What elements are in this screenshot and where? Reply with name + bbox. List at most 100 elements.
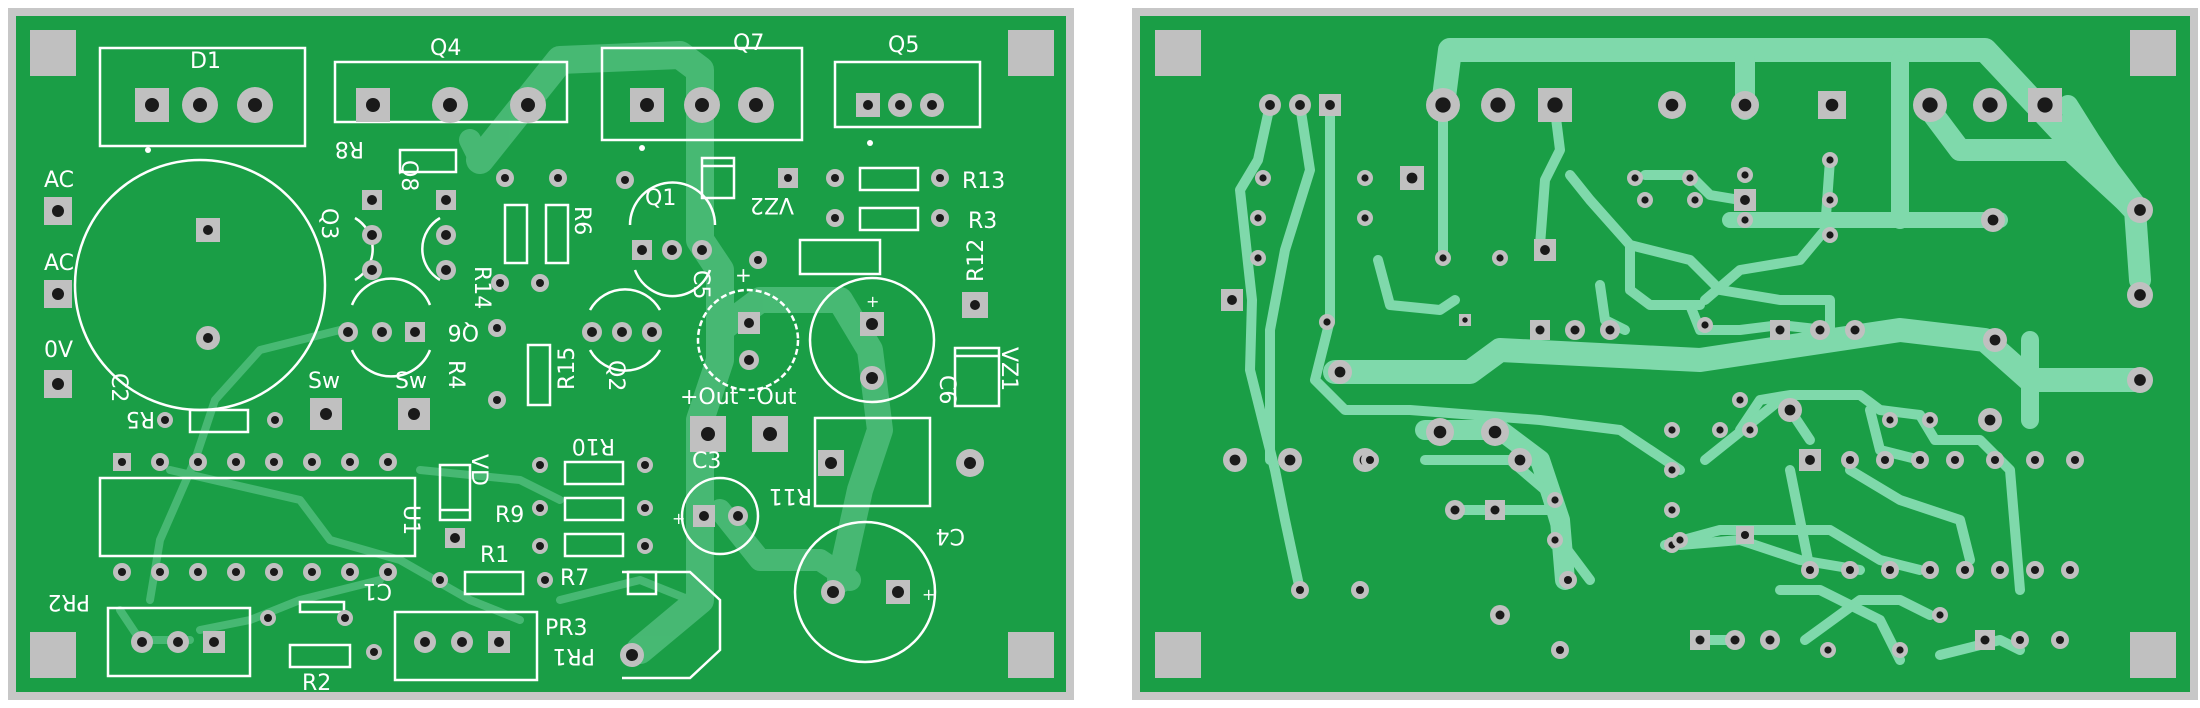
sw1-label: Sw bbox=[308, 369, 340, 394]
r15-resistor: R15 bbox=[526, 343, 580, 407]
pad-hole bbox=[145, 98, 159, 112]
pad-hole bbox=[1686, 174, 1694, 182]
d1-outline bbox=[98, 46, 307, 148]
q8-transistor: Q8 bbox=[396, 160, 456, 282]
r14-body bbox=[503, 203, 529, 265]
pr2-outline bbox=[106, 606, 252, 678]
pad-hole bbox=[155, 457, 165, 467]
pad-hole bbox=[1540, 245, 1550, 255]
pad-hole bbox=[1365, 455, 1375, 465]
pad-hole bbox=[701, 427, 715, 441]
pad-hole bbox=[1740, 195, 1750, 205]
pad-hole bbox=[587, 327, 597, 337]
pad-hole bbox=[307, 567, 317, 577]
pad-hole bbox=[1551, 496, 1559, 504]
r4-resistor: R4 bbox=[443, 319, 506, 409]
q2-transistor: Q2 bbox=[582, 288, 662, 391]
pad-hole bbox=[203, 225, 213, 235]
pad-hole bbox=[640, 98, 654, 112]
bracket-outline bbox=[620, 570, 722, 680]
pad-hole bbox=[1741, 171, 1749, 179]
pad-hole bbox=[1555, 645, 1565, 655]
pad-hole bbox=[345, 457, 355, 467]
trace bbox=[1800, 595, 1935, 645]
r1-resistor: R1 bbox=[432, 543, 553, 596]
pad-hole bbox=[441, 195, 451, 205]
pr3-trimmer: PR3 PR1 bbox=[393, 610, 595, 682]
pad-hole bbox=[1922, 97, 1938, 113]
capacitor-polarity: + bbox=[866, 292, 879, 311]
pad-hole bbox=[1295, 585, 1305, 595]
pad-hole bbox=[1265, 100, 1275, 110]
d1-label: D1 bbox=[190, 49, 221, 74]
pad-hole bbox=[831, 214, 839, 222]
pad-hole bbox=[697, 245, 707, 255]
pad-hole bbox=[231, 567, 241, 577]
r13-body bbox=[858, 166, 920, 192]
r12-label: R12 bbox=[964, 239, 989, 282]
r5-body bbox=[188, 408, 250, 434]
pad-hole bbox=[641, 504, 649, 512]
pad-hole bbox=[1850, 325, 1860, 335]
pad-hole bbox=[494, 637, 504, 647]
q6-outline-top bbox=[350, 277, 432, 306]
out-minus-label: -Out bbox=[748, 385, 797, 410]
pad-hole bbox=[641, 461, 649, 469]
vz1-body bbox=[953, 346, 1001, 408]
r8-label: R8 bbox=[335, 136, 364, 161]
d1-bridge-rectifier: D1 bbox=[98, 46, 307, 153]
vz2-zener: VZ2 bbox=[700, 156, 794, 217]
r11-body bbox=[813, 416, 932, 508]
pin-mark bbox=[639, 145, 645, 151]
pad-hole bbox=[367, 230, 377, 240]
pad-hole bbox=[617, 327, 627, 337]
bottom-mounting-holes bbox=[1155, 30, 2176, 678]
pad-hole bbox=[1631, 174, 1639, 182]
pad-hole bbox=[410, 327, 420, 337]
top-mounting-holes bbox=[30, 30, 1054, 678]
pad-hole bbox=[1361, 214, 1369, 222]
pad-hole bbox=[1990, 455, 2000, 465]
pad-hole bbox=[521, 98, 535, 112]
r5-label: R5 bbox=[126, 406, 155, 431]
pad-hole bbox=[420, 637, 430, 647]
c1-capacitor: C1 bbox=[298, 578, 392, 626]
pad-hole bbox=[754, 256, 762, 264]
pad-hole bbox=[248, 98, 262, 112]
pad-hole bbox=[749, 98, 763, 112]
pad-hole bbox=[1229, 454, 1241, 466]
pad-hole bbox=[155, 567, 165, 577]
r7-label: R7 bbox=[560, 566, 589, 591]
pad-hole bbox=[1439, 254, 1447, 262]
pad-hole bbox=[1495, 610, 1505, 620]
pad-hole bbox=[377, 327, 387, 337]
r15-label: R15 bbox=[555, 347, 580, 390]
pad-hole bbox=[1915, 455, 1925, 465]
q2-outline-top bbox=[588, 288, 662, 311]
pad-hole bbox=[1936, 611, 1944, 619]
trace bbox=[1785, 465, 1815, 575]
pad-hole bbox=[1925, 565, 1935, 575]
q8-outline bbox=[421, 216, 441, 282]
pad-hole bbox=[1950, 455, 1960, 465]
q6-label: Q6 bbox=[448, 319, 479, 344]
pad-hole bbox=[1514, 454, 1526, 466]
pad-hole bbox=[1995, 565, 2005, 575]
trace bbox=[1235, 100, 1305, 595]
pad-hole bbox=[647, 327, 657, 337]
c4-label: C4 bbox=[936, 523, 965, 548]
pad-hole bbox=[193, 98, 207, 112]
pad-hole bbox=[1826, 156, 1834, 164]
vz2-body bbox=[700, 156, 736, 200]
mounting-hole bbox=[2130, 30, 2176, 76]
pad-hole bbox=[699, 511, 709, 521]
c5-polarity: + bbox=[735, 263, 752, 287]
pad-hole bbox=[1323, 318, 1331, 326]
c3-label: C3 bbox=[692, 449, 721, 474]
pr3-label: PR3 bbox=[545, 616, 588, 641]
pad-hole bbox=[1490, 97, 1506, 113]
pad-hole bbox=[1259, 174, 1267, 182]
pad-hole bbox=[1825, 98, 1839, 112]
mounting-hole bbox=[1008, 30, 1054, 76]
r12-body bbox=[798, 238, 882, 276]
